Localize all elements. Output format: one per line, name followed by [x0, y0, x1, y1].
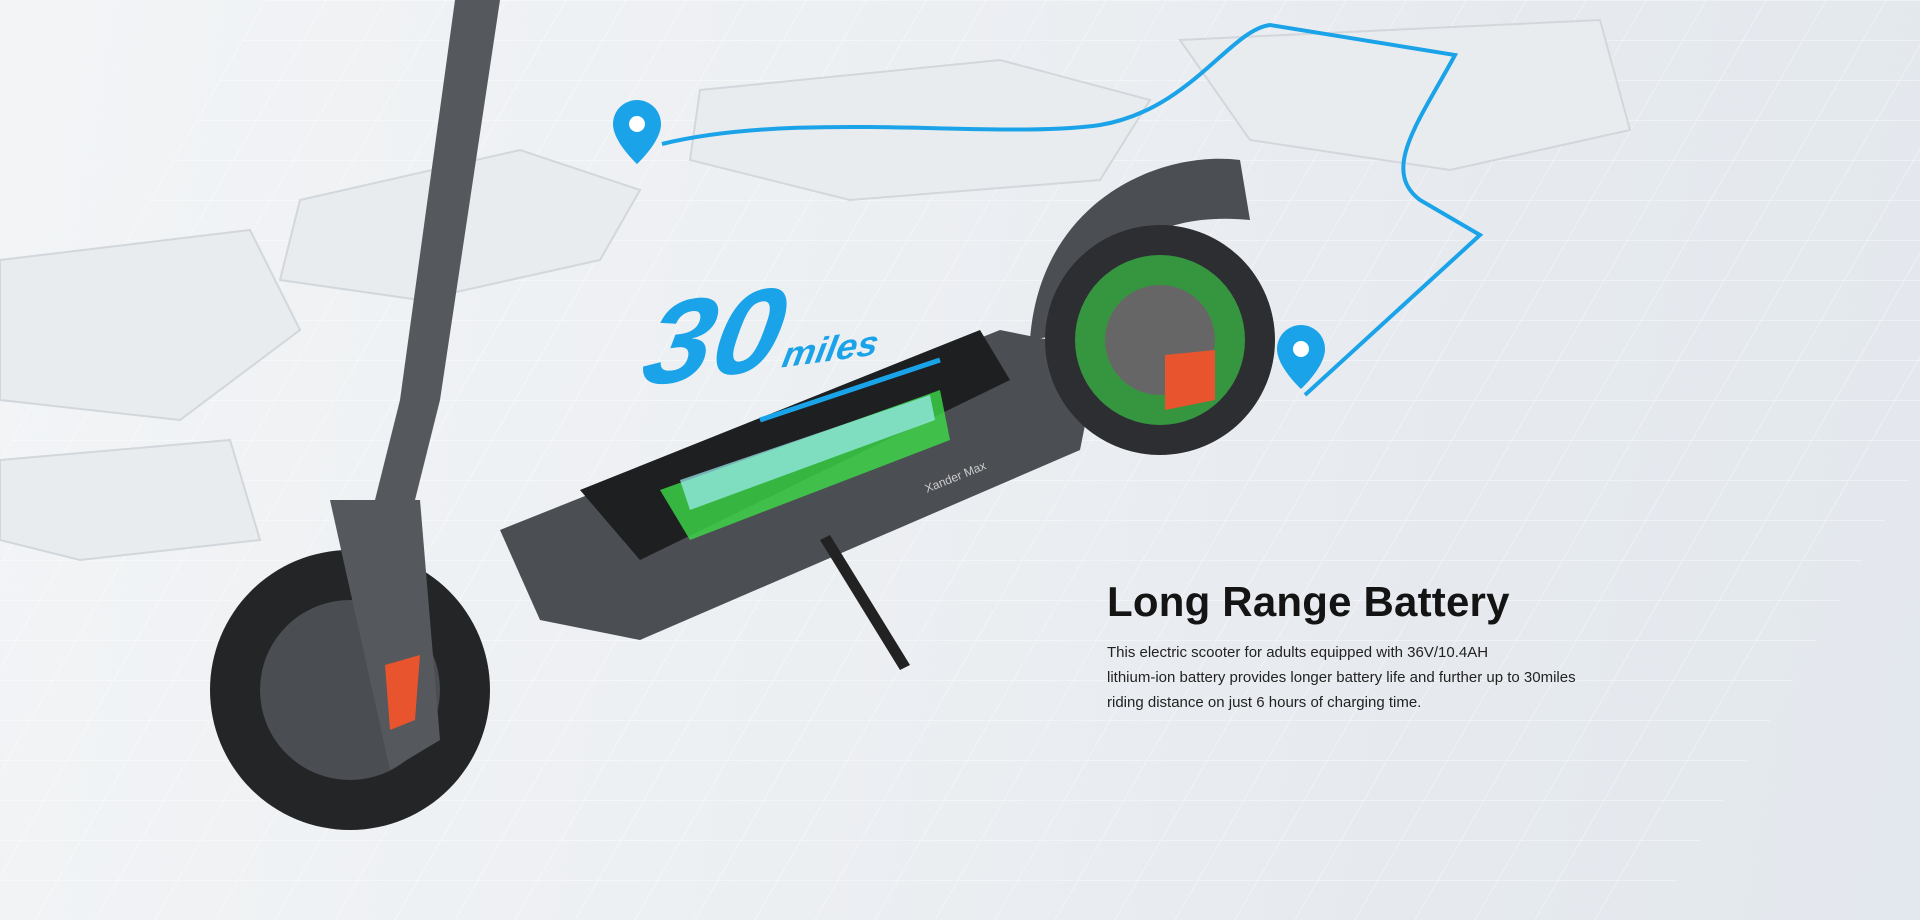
map-landmass	[0, 18, 1632, 562]
location-pin-icon	[613, 100, 661, 164]
range-unit: miles	[779, 321, 883, 376]
range-number: 30	[633, 261, 797, 413]
description-line: This electric scooter for adults equippe…	[1107, 644, 1489, 661]
feature-title: Long Range Battery	[1107, 578, 1510, 625]
feature-description: This electric scooter for adults equippe…	[1107, 640, 1667, 715]
route-line	[661, 22, 1484, 397]
feature-copy: Long Range Battery This electric scooter…	[1107, 578, 1667, 715]
description-line: lithium-ion battery provides longer batt…	[1107, 669, 1576, 686]
description-line: riding distance on just 6 hours of charg…	[1107, 694, 1422, 711]
location-pin-icon	[1277, 325, 1325, 389]
